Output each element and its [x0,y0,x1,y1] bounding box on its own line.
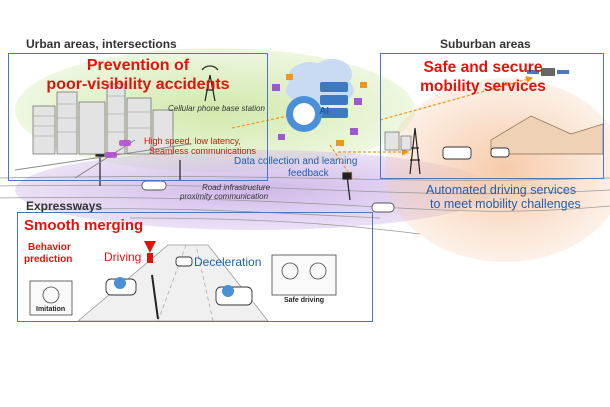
driver-portrait-icon [29,280,73,316]
building-icon [32,105,56,155]
safe-driving-label: Safe driving [284,297,325,304]
road-infra-line1: Road infrastructure [202,183,271,192]
street-lamp-icon [151,274,159,320]
auto-label-line1: Automated driving services [426,183,577,197]
expressway-panel: Smooth merging Behavior prediction Imita… [17,212,373,322]
highlighted-car-icon [105,152,117,158]
driving-arrow-icon [144,241,156,253]
expressway-illustration [29,241,337,321]
behavior-label-line1: Behavior [28,242,71,253]
cell-tower-icon [201,65,219,102]
expressways-section-title: Expressways [26,199,103,213]
road-cars [141,180,395,213]
ai-badge-label: AI [319,106,329,117]
arrow-cloud-to-satellite [379,76,534,121]
building-icon [56,91,78,155]
car-icon [490,147,510,158]
building-icon [126,97,152,155]
comm-label-line1: High speed, low latency, [144,136,241,146]
building-icon [78,101,106,155]
ai-car-badge-icon [222,285,234,297]
ai-cloud-icon [272,59,367,146]
communication-arrows [115,76,534,179]
passenger-portraits-icon [271,254,337,296]
suburban-tower-icon [409,127,421,175]
arrow-urban-to-cloud [231,109,308,129]
road-infra-line2: proximity communication [180,192,269,201]
urban-title-line2: poor-visibility accidents [46,76,230,93]
imitation-label: Imitation [36,306,66,313]
data-label-line2: feedback [288,168,329,179]
highlighted-car-icon [119,140,131,146]
house-icon [400,135,412,151]
satellite-icon [527,68,569,76]
driving-label: Driving [104,250,142,264]
suburban-section-title: Suburban areas [440,37,531,51]
auto-label-line2: to meet mobility challenges [430,197,581,211]
roadside-pole-icon [346,175,351,201]
urban-section-title: Urban areas, intersections [26,37,177,51]
building-icon [152,109,174,155]
city-illustration [15,83,190,178]
urban-panel: Prevention of poor-visibility accidents [8,53,268,181]
decelerating-car-icon [215,286,253,306]
comm-label-line2: Seamless communications [149,146,257,156]
urban-title-line1: Prevention of [86,57,190,74]
suburban-panel: Safe and secure mobility services [380,53,604,179]
road-lines [0,176,610,235]
house-icon [384,131,400,151]
ai-car-badge-icon [114,277,126,289]
suburban-title-line1: Safe and secure [423,59,543,76]
orange-coverage-area [385,78,610,262]
arrow-cloud-to-roadside [329,144,353,179]
bus-icon [442,146,472,160]
data-label-line1: Data collection and learning [234,156,358,167]
suburban-title-line2: mobility services [420,78,546,95]
suburban-illustration [384,68,603,160]
deceleration-label: Deceleration [194,255,262,269]
cell-station-label: Cellular phone base station [168,104,265,113]
car-icon [175,256,193,267]
expressway-title: Smooth merging [24,217,144,234]
behavior-label-line2: prediction [24,254,73,265]
car-icon [371,202,395,213]
car-icon [141,180,167,191]
